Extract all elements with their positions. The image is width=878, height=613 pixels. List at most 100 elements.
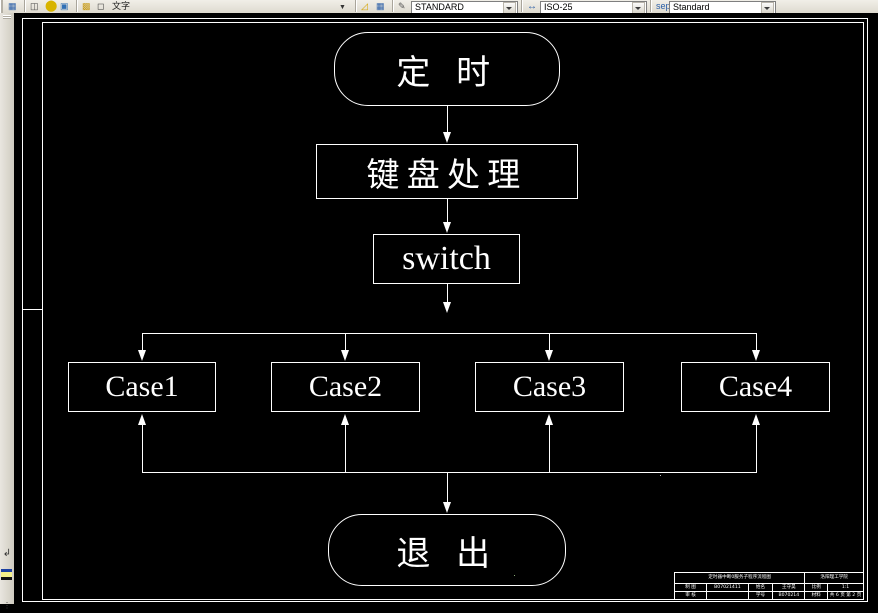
- snap-tool-icon[interactable]: ↲: [2, 548, 12, 559]
- drawing-frame-inner: [42, 22, 864, 600]
- flow-node-case2[interactable]: Case2: [271, 362, 420, 412]
- canvas-artifact-dot: [660, 475, 661, 476]
- arrowhead-case1-in: [138, 350, 146, 361]
- flow-node-case2-label: Case2: [308, 370, 383, 403]
- flow-node-case3-label: Case3: [512, 370, 587, 403]
- title-block-row1-label2: 学号: [747, 591, 774, 600]
- flow-node-case4[interactable]: Case4: [681, 362, 830, 412]
- arrowhead-keypad-in: [443, 132, 451, 143]
- toolbar-separator: [650, 0, 652, 12]
- drawing-frame-outer: [22, 18, 868, 602]
- toolbar-separator: [521, 0, 523, 12]
- insert-block-icon-glyph: ◫: [30, 1, 39, 11]
- flow-node-case1[interactable]: Case1: [68, 362, 216, 412]
- flow-node-exit-label: 退 出: [396, 533, 498, 574]
- title-block-row0-label: 制 图: [673, 583, 708, 592]
- title-block-row1-label3: 材料: [804, 591, 829, 600]
- scale-text-icon[interactable]: ▦: [374, 0, 389, 13]
- flow-node-switch[interactable]: switch: [373, 234, 520, 284]
- connector-case4-merge: [756, 425, 757, 472]
- title-block-row0-value2: 王守昊: [772, 583, 806, 592]
- single-line-text-icon[interactable]: ◻: [95, 0, 110, 13]
- connector-bus-case4: [756, 333, 757, 351]
- chevron-down-icon[interactable]: ▼: [337, 0, 352, 13]
- single-line-text-icon-glyph: ◻: [97, 1, 105, 11]
- connector-bus-case2: [345, 333, 346, 351]
- arrowhead-case2-out: [341, 414, 349, 425]
- toolbar-spacer: [132, 0, 337, 13]
- arrowhead-switch-in: [443, 222, 451, 233]
- multiline-text-icon[interactable]: ✎: [396, 0, 411, 13]
- drawing-canvas[interactable]: 定 时 键盘处理 switch Case1 Case2 Case3 Case4 …: [14, 13, 878, 604]
- layers-icon-glyph: ▦: [8, 1, 17, 11]
- table-style-select[interactable]: Standard: [669, 1, 777, 13]
- title-block-drawing-title: 定时器中断0服务子程序流程图: [673, 572, 806, 584]
- dimension-style-icon[interactable]: ↔: [525, 0, 540, 13]
- edit-text-icon-glyph: ◿: [361, 1, 368, 11]
- connector-keypad-switch: [447, 199, 448, 223]
- flow-node-keypad[interactable]: 键盘处理: [316, 144, 578, 199]
- dimension-style-icon-glyph: ↔: [527, 1, 538, 12]
- arrowhead-case2-in: [341, 350, 349, 361]
- title-block-row1-value3: 共 6 页 第 2 页: [827, 591, 864, 600]
- connector-merge-exit: [447, 472, 448, 503]
- frame-register-tick: [23, 309, 43, 310]
- title-block-row0-label2: 姓名: [747, 583, 774, 592]
- arrowhead-bus-in: [443, 302, 451, 313]
- text-toolbar: ▦ ◫ ⬤ ▣ ▩ ◻ 文字 ▼ ◿ ▦: [0, 0, 878, 14]
- toolbar-separator: [24, 0, 25, 12]
- edit-text-icon[interactable]: ◿: [359, 0, 374, 13]
- flow-node-start-label: 定 时: [396, 52, 498, 93]
- left-toolbar-drag-handle[interactable]: [3, 15, 11, 19]
- flow-node-case3[interactable]: Case3: [475, 362, 624, 412]
- table-style-select-arrow[interactable]: [761, 2, 775, 13]
- attribute-icon[interactable]: ▣: [58, 0, 73, 13]
- title-block-institution: 洛阳理工学院: [804, 572, 864, 584]
- connector-bus-case3: [549, 333, 550, 351]
- text-style-select-arrow[interactable]: [503, 2, 517, 13]
- dimension-style-select-arrow[interactable]: [632, 2, 646, 13]
- title-block-row1-value2: B070214: [772, 591, 806, 600]
- connector-case2-merge: [345, 425, 346, 472]
- ellipse-icon-glyph: ⬤: [45, 0, 58, 12]
- title-block-row0-label3: 比例: [804, 583, 829, 592]
- canvas-artifact-dot: [514, 575, 515, 576]
- flow-node-switch-label: switch: [402, 240, 491, 277]
- text-style-icon-glyph: ▩: [82, 1, 91, 11]
- flow-node-start[interactable]: 定 时: [334, 32, 560, 106]
- merge-bus-horizontal: [142, 472, 757, 473]
- left-toolbar: ↲ ⋮: [0, 13, 15, 610]
- ellipse-icon[interactable]: ⬤: [43, 0, 58, 13]
- title-block-row1-label: 审 核: [673, 591, 708, 600]
- connector-case3-merge: [549, 425, 550, 472]
- toolbar-drag-handle[interactable]: [0, 0, 4, 13]
- insert-block-icon[interactable]: ◫: [28, 0, 43, 13]
- text-style-value: STANDARD: [415, 2, 464, 12]
- flow-node-keypad-label: 键盘处理: [366, 154, 528, 194]
- multiline-text-icon-glyph: ✎: [398, 1, 406, 11]
- arrowhead-case3-in: [545, 350, 553, 361]
- arrowhead-case4-out: [752, 414, 760, 425]
- table-style-value: Standard: [673, 2, 710, 12]
- flow-node-exit[interactable]: 退 出: [328, 514, 566, 586]
- attribute-icon-glyph: ▣: [60, 1, 69, 11]
- arrowhead-case3-out: [545, 414, 553, 425]
- color-swatch-icon[interactable]: [1, 569, 13, 581]
- table-style-icon[interactable]: septs;: [654, 0, 680, 13]
- arrowhead-case1-out: [138, 414, 146, 425]
- connector-case1-merge: [142, 425, 143, 472]
- toolbar-separator: [392, 0, 394, 12]
- toolbar-separator: [76, 0, 77, 12]
- title-block[interactable]: 定时器中断0服务子程序流程图 洛阳理工学院 制 图 B07021411 姓名 王…: [673, 572, 864, 600]
- dimension-style-value: ISO-25: [544, 2, 573, 12]
- text-style-icon[interactable]: ▩: [80, 0, 95, 13]
- more-tools-icon[interactable]: ⋮: [3, 601, 11, 610]
- toolbar-separator: [355, 0, 357, 12]
- layers-icon[interactable]: ▦: [6, 0, 21, 13]
- text-toolbar-label: 文字: [112, 1, 131, 11]
- text-style-select[interactable]: STANDARD: [411, 1, 519, 13]
- title-block-row0-value3: 1:1: [827, 583, 864, 592]
- scale-text-icon-glyph: ▦: [376, 1, 385, 11]
- title-block-row0-value: B07021411: [706, 583, 749, 592]
- dimension-style-select[interactable]: ISO-25: [540, 1, 648, 13]
